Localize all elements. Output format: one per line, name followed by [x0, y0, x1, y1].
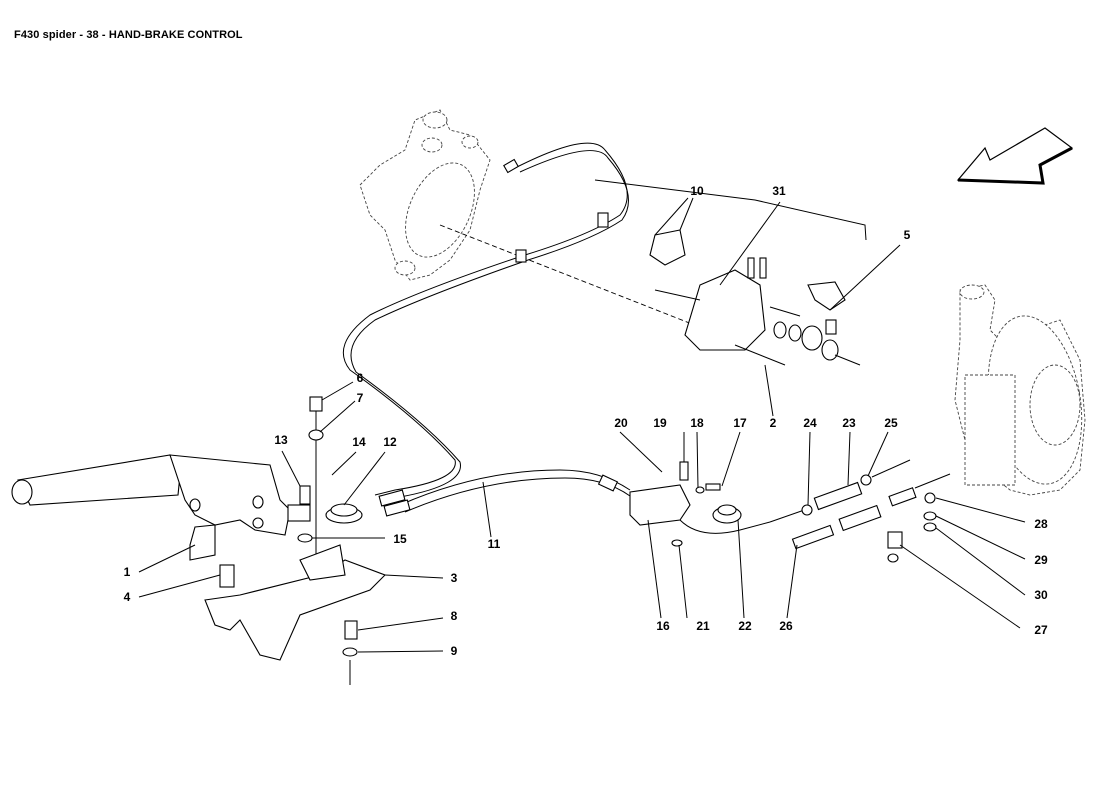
callout-30: 30 [1034, 588, 1048, 602]
callout-19: 19 [653, 416, 667, 430]
washer [308, 429, 324, 441]
bracket-31-line [594, 179, 867, 241]
callout-6: 6 [356, 371, 364, 385]
cable-bracket-16 [629, 461, 771, 547]
callout-16: 16 [656, 619, 670, 633]
callout-23: 23 [842, 416, 856, 430]
callout-25: 25 [884, 416, 898, 430]
spring [219, 564, 235, 588]
page-title: F430 spider - 38 - HAND-BRAKE CONTROL [14, 29, 243, 41]
callout-7: 7 [356, 391, 364, 405]
callout-31: 31 [772, 184, 786, 198]
callout-27: 27 [1034, 623, 1048, 637]
front-hub-knuckle [359, 109, 491, 281]
callout-3: 3 [450, 571, 458, 585]
callout-14: 14 [352, 435, 366, 449]
callout-22: 22 [738, 619, 752, 633]
cable-front [342, 142, 628, 496]
callout-29: 29 [1034, 553, 1048, 567]
callout-28: 28 [1034, 517, 1048, 531]
callout-12: 12 [383, 435, 397, 449]
caliper-assembly [649, 229, 861, 366]
direction-arrow-icon [956, 127, 1074, 185]
bolt [299, 485, 311, 505]
leader-lines [138, 197, 1026, 653]
callout-5: 5 [903, 228, 911, 242]
callout-20: 20 [614, 416, 628, 430]
callout-11: 11 [487, 537, 501, 551]
bolt [309, 396, 323, 412]
callout-1: 1 [123, 565, 131, 579]
callout-15: 15 [393, 532, 407, 546]
leader-dash [439, 224, 721, 336]
rear-brake-disc [954, 284, 1086, 496]
callout-2: 2 [769, 416, 777, 430]
washer [297, 533, 313, 543]
callout-13: 13 [274, 433, 288, 447]
callout-9: 9 [450, 644, 458, 658]
callout-18: 18 [690, 416, 704, 430]
callout-17: 17 [733, 416, 747, 430]
bolt [344, 620, 358, 640]
washer [342, 647, 358, 657]
lever-base-bracket [204, 544, 386, 661]
callout-21: 21 [696, 619, 710, 633]
cable-clip [515, 249, 527, 263]
cable-clip [597, 212, 609, 228]
callout-26: 26 [779, 619, 793, 633]
callout-10: 10 [690, 184, 704, 198]
adjuster-assembly [769, 459, 951, 563]
callout-4: 4 [123, 590, 131, 604]
callout-8: 8 [450, 609, 458, 623]
cable-end-fitting [503, 158, 519, 174]
callout-24: 24 [803, 416, 817, 430]
hand-brake-lever [11, 454, 311, 561]
cable-11 [399, 469, 631, 506]
